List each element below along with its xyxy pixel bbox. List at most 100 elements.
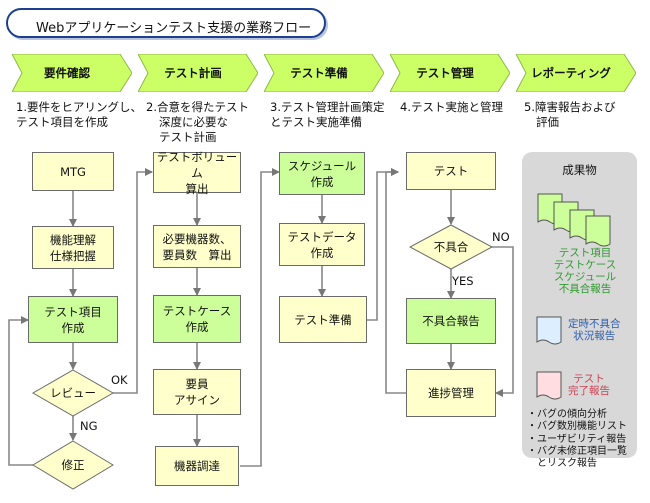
node-mtg: MTG — [32, 152, 114, 191]
deliverable-item: スケジュール — [553, 271, 617, 283]
node-text: 作成 — [310, 174, 334, 189]
node-text: 機能理解 — [50, 232, 96, 247]
node-text: 作成 — [310, 245, 334, 260]
phase-label: テスト準備 — [290, 66, 348, 80]
phase-arrow-shape — [390, 54, 510, 92]
note-item: ・バグ未修正項目一覧 — [527, 445, 627, 457]
node-text: MTG — [60, 164, 86, 179]
edge-label-no: NO — [492, 230, 510, 244]
description-line: テスト項目を作成 — [16, 115, 108, 129]
deliverable-item: テスト項目 — [558, 247, 612, 259]
phase-description-5: 5.障害報告および 評価 — [524, 100, 615, 130]
node-text: 機器調達 — [174, 459, 220, 473]
phase-description-1: 1.要件をヒアリングし、 テスト項目を作成 — [16, 100, 142, 130]
deliverables-title: 成果物 — [562, 163, 597, 177]
node-text: アサイン — [174, 393, 220, 407]
report-notes: ・バグの傾向分析 ・バグ数別機能リスト ・ユーザビリティ報告 ・バグ未修正項目一… — [527, 409, 627, 470]
edge-label-yes: YES — [452, 274, 474, 288]
document-pink-icon — [536, 371, 562, 400]
node-test: テスト — [406, 152, 496, 190]
description-line: 深度に必要な — [159, 115, 228, 129]
node-text: テスト — [433, 164, 469, 178]
description-line: 5.障害報告および — [524, 100, 616, 114]
node-text: テストボリューム — [156, 149, 238, 180]
phase-description-3: 3.テスト管理計画策定 とテスト実施準備 — [270, 100, 384, 130]
deliverable-item: 定時不具合 — [568, 318, 621, 330]
node-text: 要員数 算出 — [162, 247, 232, 262]
node-text: テスト項目 — [44, 304, 102, 319]
decision-fix-shape — [32, 440, 114, 490]
decision-defect-shape — [409, 224, 493, 270]
node-schedule: スケジュール作成 — [279, 152, 365, 195]
decision-review-shape — [32, 369, 114, 417]
phase-arrow-shape — [138, 54, 258, 92]
node-staff-assign: 要員アサイン — [153, 369, 241, 415]
node-text: テストケース — [162, 304, 232, 318]
decision-defect-label: 不具合 — [433, 240, 469, 254]
document-blue-icon — [536, 316, 562, 345]
node-text: 作成 — [61, 320, 85, 335]
description-line: とテスト実施準備 — [270, 115, 362, 129]
description-line: 評価 — [536, 115, 559, 129]
node-text: 作成 — [185, 320, 209, 334]
phase-test-management: テスト管理 — [390, 54, 510, 92]
node-progress-management: 進捗管理 — [406, 369, 496, 417]
node-text: 算出 — [185, 181, 209, 196]
phase-arrow-shape — [516, 54, 636, 92]
node-equipment-staff: 必要機器数、要員数 算出 — [153, 225, 241, 268]
phase-label: レポーティング — [531, 66, 611, 80]
edge-label-ok: OK — [111, 373, 128, 387]
node-text: 要員 — [185, 377, 209, 391]
node-testcase-creation: テストケース作成 — [153, 295, 241, 343]
deliverable-item: 状況報告 — [573, 330, 616, 342]
node-text: テストデータ — [287, 229, 357, 244]
phase-arrow-shape — [12, 54, 132, 92]
phase-label: テスト管理 — [416, 66, 474, 80]
deliverable-item: テストケース — [553, 259, 617, 271]
note-item: とリスク報告 — [527, 458, 597, 470]
diagram-title-box: Webアプリケーションテスト支援の業務フロー — [6, 8, 326, 38]
phase-test-prep: テスト準備 — [264, 54, 384, 92]
phase-description-4: 4.テスト実施と管理 — [400, 100, 503, 115]
node-text: 必要機器数、 — [162, 231, 232, 246]
deliverable-item: 完了報告 — [568, 385, 610, 397]
node-text: スケジュール — [287, 158, 357, 173]
description-line: 2.合意を得たテスト — [146, 100, 249, 114]
description-line: 1.要件をヒアリングし、 — [16, 100, 142, 114]
node-defect-report: 不具合報告 — [406, 298, 496, 344]
decision-fix-label: 修正 — [61, 458, 85, 472]
node-text: 不具合報告 — [422, 314, 480, 328]
deliverables-group-3: テスト 完了報告 — [568, 373, 610, 397]
deliverable-item: テスト — [573, 373, 605, 385]
diagram-title: Webアプリケーションテスト支援の業務フロー — [36, 21, 312, 36]
node-test-prep: テスト準備 — [279, 296, 367, 343]
note-item: ・バグの傾向分析 — [527, 409, 607, 420]
note-item: ・バグ数別機能リスト — [527, 421, 627, 433]
node-test-items-creation: テスト項目作成 — [28, 296, 118, 343]
deliverable-item: 不具合報告 — [558, 283, 612, 295]
node-text: テスト準備 — [294, 312, 352, 327]
decision-review-label: レビュー — [50, 386, 96, 400]
node-equipment-procure: 機器調達 — [155, 446, 239, 486]
description-line: 3.テスト管理計画策定 — [270, 100, 385, 114]
description-line: テスト計画 — [159, 130, 217, 144]
deliverables-group-1: テスト項目 テストケース スケジュール 不具合報告 — [540, 247, 630, 295]
description-line: 4.テスト実施と管理 — [400, 100, 503, 114]
edge-label-ng: NG — [80, 419, 98, 433]
node-text: 進捗管理 — [428, 386, 474, 400]
phase-reporting: レポーティング — [516, 54, 636, 92]
node-text: 仕様把握 — [50, 248, 96, 263]
note-item: ・ユーザビリティ報告 — [527, 433, 627, 445]
phase-test-plan: テスト計画 — [138, 54, 258, 92]
phase-label: テスト計画 — [164, 66, 222, 80]
phase-requirements: 要件確認 — [12, 54, 132, 92]
phase-arrow-shape — [264, 54, 384, 92]
stacked-documents-icon — [537, 193, 611, 247]
node-spec-understanding: 機能理解仕様把握 — [32, 226, 114, 269]
deliverables-group-2: 定時不具合 状況報告 — [568, 318, 621, 342]
phase-label: 要件確認 — [44, 66, 90, 80]
node-test-volume: テストボリューム算出 — [153, 149, 241, 196]
node-test-data: テストデータ作成 — [279, 223, 365, 266]
phase-description-2: 2.合意を得たテスト 深度に必要な テスト計画 — [146, 100, 249, 145]
